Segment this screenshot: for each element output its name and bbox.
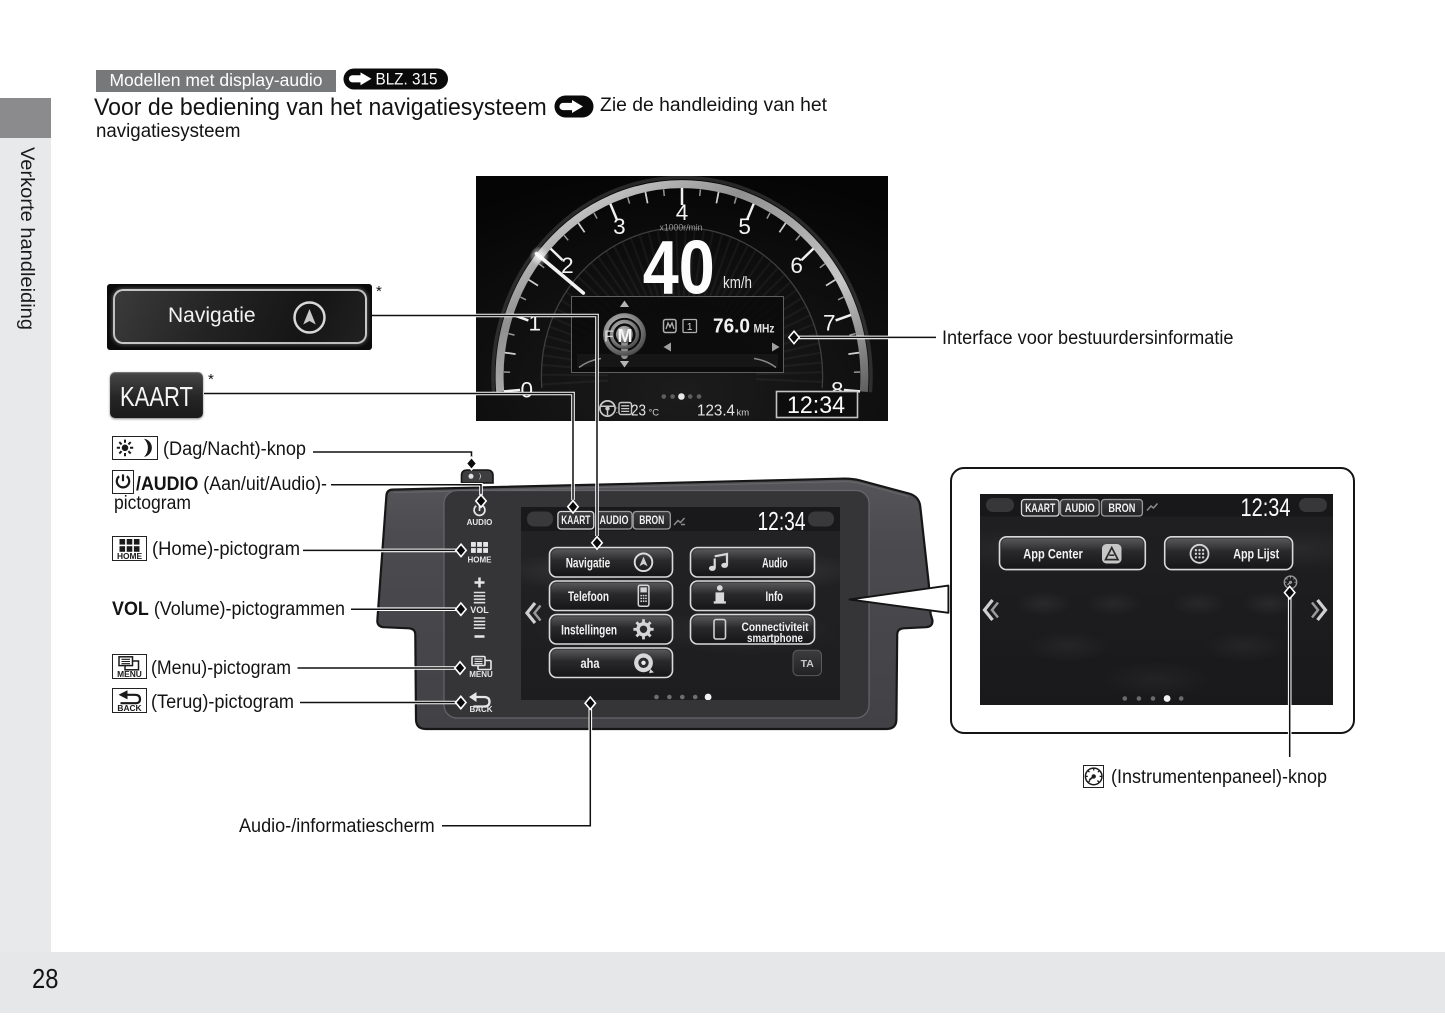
svg-text:1: 1 <box>687 321 693 333</box>
svg-text:MENU: MENU <box>117 669 142 679</box>
svg-text:Info: Info <box>766 588 784 604</box>
svg-text:AUDIO: AUDIO <box>600 515 629 527</box>
svg-text:KAART: KAART <box>561 515 590 527</box>
svg-text::: : <box>616 405 619 416</box>
svg-text:TA: TA <box>801 658 815 670</box>
svg-text:x1000r/min: x1000r/min <box>660 223 703 234</box>
svg-text:12:34: 12:34 <box>787 392 845 419</box>
svg-text:KAART: KAART <box>1025 502 1055 514</box>
svg-text:Connectiviteit: Connectiviteit <box>742 622 809 634</box>
svg-text:Audio: Audio <box>762 554 788 570</box>
svg-text:Instellingen: Instellingen <box>561 621 617 637</box>
svg-text:M: M <box>618 326 633 346</box>
svg-text:4: 4 <box>676 200 689 225</box>
svg-text:KAART: KAART <box>120 381 193 412</box>
svg-text:HOME: HOME <box>117 551 143 561</box>
svg-text:7: 7 <box>823 311 836 336</box>
svg-text:km: km <box>737 408 750 419</box>
svg-text:Navigatie: Navigatie <box>566 554 611 570</box>
svg-text:BLZ. 315: BLZ. 315 <box>375 70 437 89</box>
svg-text:°C: °C <box>649 408 660 419</box>
svg-text:HOME: HOME <box>468 556 493 565</box>
svg-text:MENU: MENU <box>469 670 493 679</box>
svg-text:BRON: BRON <box>639 515 664 527</box>
svg-text:smartphone: smartphone <box>747 633 803 645</box>
svg-text:12:34: 12:34 <box>1241 494 1291 522</box>
svg-text:AUDIO: AUDIO <box>467 518 493 527</box>
svg-text:F: F <box>604 329 613 346</box>
svg-text:App Lijst: App Lijst <box>1233 545 1279 561</box>
svg-text:aha: aha <box>581 655 600 671</box>
svg-text:BACK: BACK <box>469 705 492 714</box>
svg-text:76.0: 76.0 <box>713 316 750 338</box>
svg-text:2: 2 <box>561 253 574 278</box>
svg-text:Telefoon: Telefoon <box>568 588 609 604</box>
svg-text:BACK: BACK <box>117 703 141 713</box>
svg-text:VOL: VOL <box>470 605 489 615</box>
svg-text:23: 23 <box>631 403 646 420</box>
svg-text:App Center: App Center <box>1023 545 1083 561</box>
svg-text:BRON: BRON <box>1109 502 1136 514</box>
svg-text:5: 5 <box>738 214 751 239</box>
svg-text:MHz: MHz <box>754 324 775 336</box>
svg-text:3: 3 <box>613 214 626 239</box>
svg-text:123.4: 123.4 <box>697 403 735 420</box>
svg-text:12:34: 12:34 <box>758 507 806 536</box>
svg-text:km/h: km/h <box>723 274 752 292</box>
svg-text:AUDIO: AUDIO <box>1065 502 1095 514</box>
svg-text:6: 6 <box>790 253 803 278</box>
